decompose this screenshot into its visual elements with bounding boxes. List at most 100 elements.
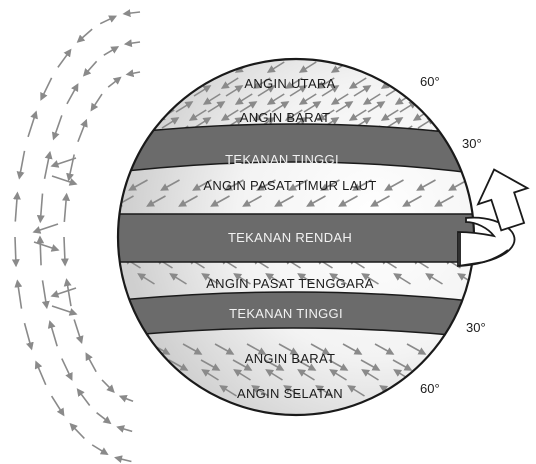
wind-arrow-icon <box>202 93 221 105</box>
wind-arrow-icon <box>61 358 73 381</box>
wind-arrow-icon <box>220 109 239 121</box>
wind-arrow-icon <box>252 77 271 89</box>
wind-arrow-icon <box>266 61 285 73</box>
wind-arrow-icon <box>443 385 461 397</box>
wind-arrow-icon <box>306 195 326 207</box>
wind-arrow-icon <box>107 76 122 88</box>
wind-arrow-icon <box>16 150 26 180</box>
wind-arrow-icon <box>210 195 230 207</box>
wind-arrow-icon <box>63 278 72 307</box>
wind-arrow-icon <box>303 101 322 113</box>
wind-arrow-icon <box>137 369 155 381</box>
wind-arrow-icon <box>99 15 118 25</box>
wind-arrow-icon <box>160 179 180 191</box>
label-angin-barat-south: ANGIN BARAT <box>245 351 335 366</box>
wind-arrow-icon <box>321 85 340 97</box>
atmospheric-circulation-arrows <box>11 9 141 464</box>
wind-arrow-icon <box>207 101 226 113</box>
label-tekanan-tinggi-north: TEKANAN TINGGI <box>225 152 339 167</box>
wind-arrow-icon <box>123 385 141 397</box>
wind-arrow-icon <box>138 93 157 105</box>
wind-arrow-icon <box>374 343 395 355</box>
wind-arrow-icon <box>76 28 93 43</box>
wind-arrow-icon <box>338 195 358 207</box>
pressure-band-high-north <box>118 123 474 175</box>
wind-arrow-icon <box>143 101 162 113</box>
wind-arrow-icon <box>402 195 422 207</box>
wind-arrow-icon <box>47 320 58 347</box>
wind-arrow-icon <box>315 385 333 397</box>
wind-arrow-icon <box>278 343 299 355</box>
wind-arrow-icon <box>438 343 459 355</box>
wind-arrow-icon <box>329 273 347 285</box>
wind-arrow-icon <box>328 359 349 371</box>
wind-arrow-icon <box>316 77 335 89</box>
wind-arrow-icon <box>316 109 335 121</box>
label-angin-barat-north: ANGIN BARAT <box>240 110 330 125</box>
pressure-band-low-equator <box>118 213 474 263</box>
wind-arrow-icon <box>449 117 468 129</box>
wind-arrow-icon <box>62 192 71 222</box>
wind-arrow-icon <box>232 359 253 371</box>
wind-arrow-icon <box>310 343 331 355</box>
wind-arrow-icon <box>426 61 445 73</box>
wind-arrow-icon <box>252 109 271 121</box>
wind-arrow-icon <box>161 85 180 97</box>
wind-arrow-icon <box>182 343 203 355</box>
wind-arrow-icon <box>146 195 166 207</box>
wind-arrow-icon <box>251 385 269 397</box>
wind-arrow-icon <box>116 425 133 433</box>
wind-arrow-icon <box>456 359 474 371</box>
wind-arrow-icon <box>264 359 285 371</box>
wind-arrow-icon <box>361 273 379 285</box>
latitude-label-north-60: 60° <box>420 74 440 89</box>
label-angin-selatan: ANGIN SELATAN <box>237 386 343 401</box>
wind-arrow-icon <box>51 305 78 316</box>
wind-arrow-icon <box>425 369 443 381</box>
wind-arrow-icon <box>242 195 262 207</box>
wind-arrow-icon <box>246 343 267 355</box>
wind-arrow-icon <box>220 77 239 89</box>
wind-arrow-icon <box>289 85 308 97</box>
wind-arrow-icon <box>202 61 221 73</box>
wind-arrow-icon <box>76 388 91 406</box>
wind-arrow-icon <box>91 444 109 455</box>
wind-arrow-icon <box>124 109 143 121</box>
wind-arrow-icon <box>385 117 404 129</box>
wind-arrow-icon <box>406 343 427 355</box>
label-tekanan-rendah: TEKANAN RENDAH <box>228 230 352 245</box>
wind-arrow-icon <box>348 109 367 121</box>
wind-arrow-icon <box>193 85 212 97</box>
wind-arrow-icon <box>200 359 221 371</box>
label-angin-pasat-tenggara: ANGIN PASAT TENGGARA <box>206 276 374 291</box>
wind-arrow-icon <box>360 359 381 371</box>
wind-arrow-icon <box>50 287 77 298</box>
wind-arrow-icon <box>233 369 251 381</box>
wind-arrow-icon <box>129 117 148 129</box>
wind-arrow-icon <box>138 61 157 73</box>
wind-arrow-icon <box>201 369 219 381</box>
wind-arrow-icon <box>370 195 390 207</box>
wind-arrow-icon <box>73 319 84 345</box>
wind-arrow-icon <box>32 223 59 234</box>
label-angin-pasat-timur-laut: ANGIN PASAT TIMUR LAUT <box>203 178 376 193</box>
wind-arrow-icon <box>380 109 399 121</box>
latitude-label-south-60: 60° <box>420 381 440 396</box>
wind-arrow-icon <box>41 280 50 310</box>
wind-arrow-icon <box>57 48 72 68</box>
wind-arrow-icon <box>271 101 290 113</box>
wind-arrow-icon <box>457 369 474 381</box>
wind-arrow-icon <box>11 236 20 268</box>
wind-arrow-icon <box>416 179 436 191</box>
wind-arrow-icon <box>444 109 463 121</box>
wind-arrow-icon <box>23 322 34 351</box>
wind-arrow-icon <box>224 179 244 191</box>
pressure-band-high-south <box>118 291 474 339</box>
wind-arrow-icon <box>362 93 381 105</box>
wind-arrow-icon <box>362 61 381 73</box>
wind-arrow-icon <box>60 236 69 267</box>
wind-arrow-icon <box>434 195 454 207</box>
label-tekanan-tinggi-south: TEKANAN TINGGI <box>229 306 343 321</box>
wind-arrow-icon <box>256 179 276 191</box>
